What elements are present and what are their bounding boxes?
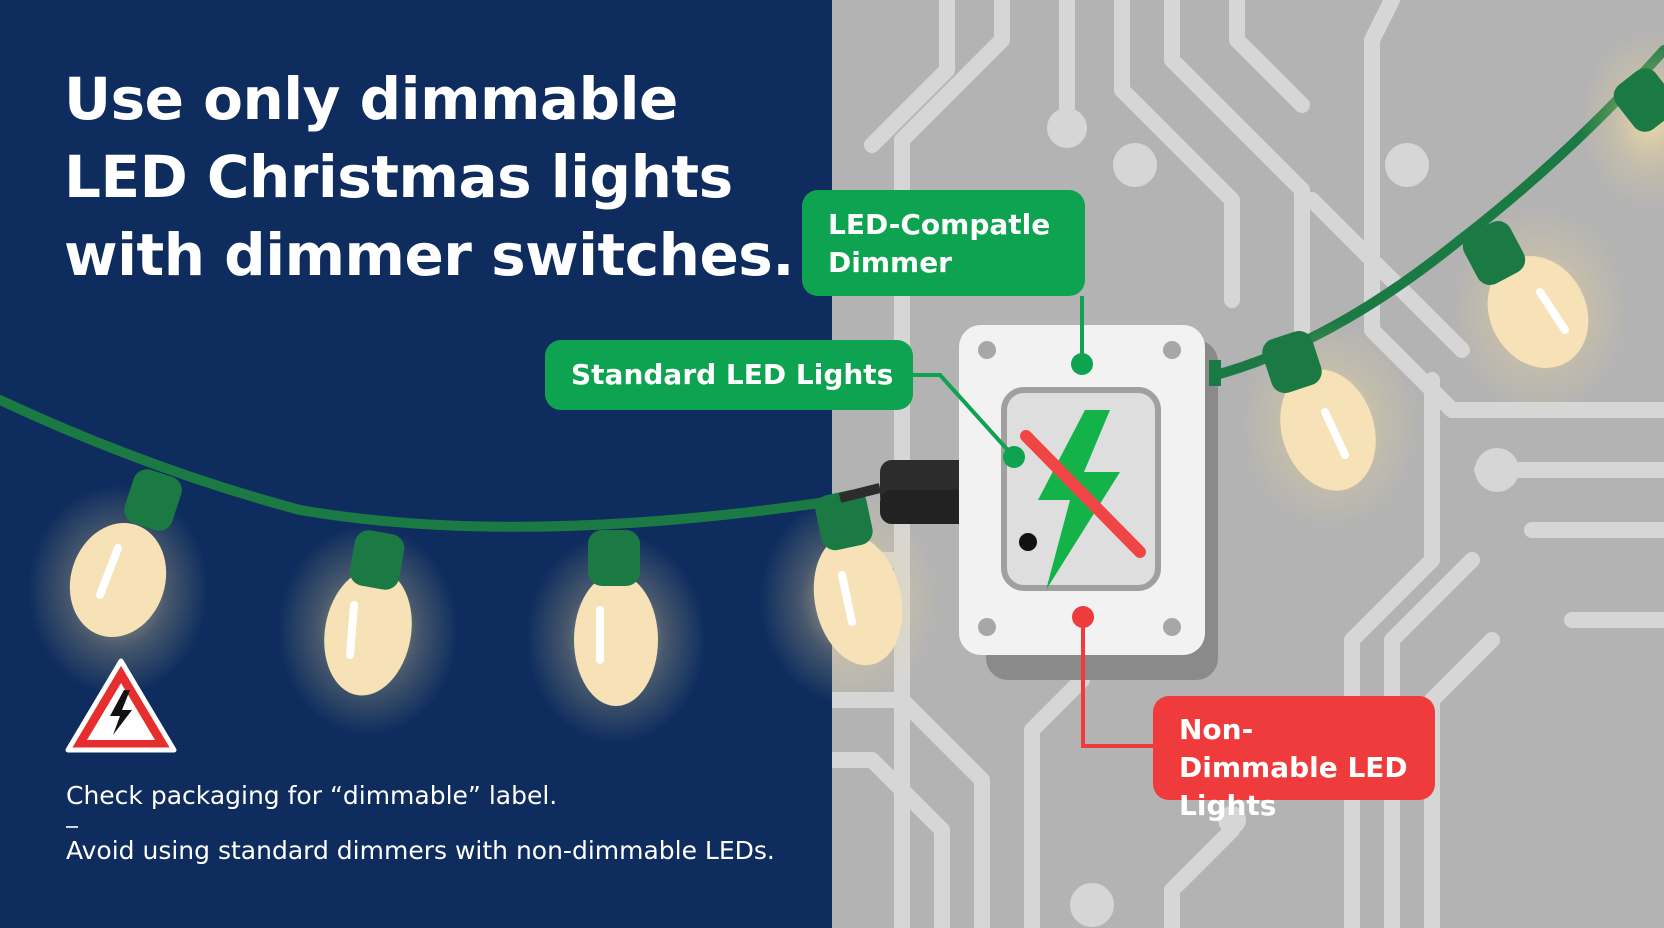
high-voltage-warning-icon (65, 658, 177, 753)
tip-divider (66, 826, 78, 828)
prohibition-line (1020, 430, 1146, 558)
switch-dot (1019, 533, 1037, 551)
connector-non-dimmable (1081, 617, 1153, 748)
bulb (760, 489, 940, 705)
bulb (1450, 205, 1630, 415)
bulb (526, 530, 706, 743)
lightning-bolt-icon (1038, 410, 1120, 590)
left-panel (0, 0, 832, 928)
plug-icon (838, 460, 1015, 524)
headline: Use only dimmable LED Christmas lights w… (64, 65, 794, 289)
callout-standard-led-lights: Standard LED Lights (545, 340, 913, 410)
light-string-wire (0, 395, 845, 532)
tip-check-packaging: Check packaging for “dimmable” label. (66, 781, 558, 810)
connector-standard (913, 373, 1016, 459)
bulb (1240, 320, 1420, 530)
bulb (278, 525, 458, 735)
bulb (28, 469, 208, 695)
tip-avoid-standard-dimmers: Avoid using standard dimmers with non-di… (66, 836, 775, 865)
callout-led-compatible-dimmer: LED-Compatle Dimmer (802, 190, 1085, 296)
bulb (1580, 30, 1664, 210)
callout-non-dimmable-led-lights: Non-Dimmable LED Lights (1153, 696, 1435, 822)
